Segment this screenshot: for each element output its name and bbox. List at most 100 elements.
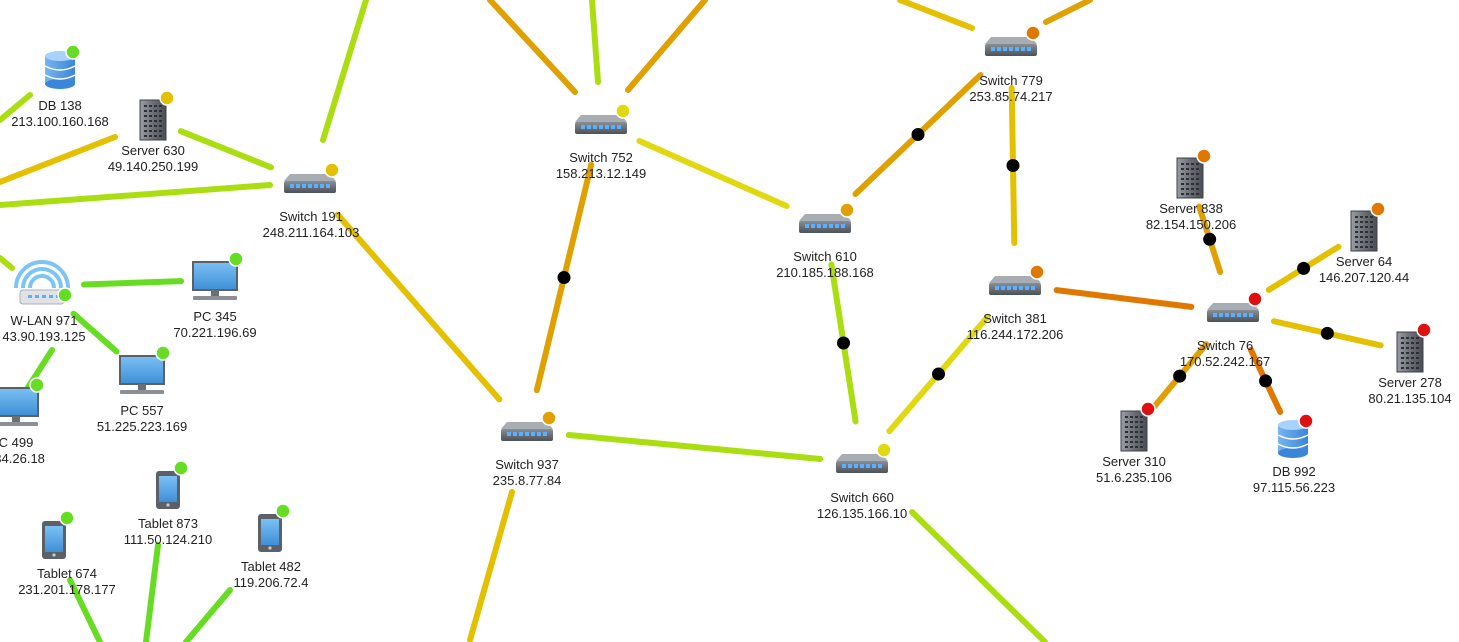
switch-port xyxy=(1237,313,1241,317)
link-switch191-server630[interactable] xyxy=(177,128,275,171)
hop-marker xyxy=(1320,326,1334,340)
wlan-wave xyxy=(28,274,56,289)
node-ip: 82.154.150.206 xyxy=(1146,217,1236,232)
db-icon xyxy=(1277,420,1309,458)
link-switch191-switch937[interactable] xyxy=(334,211,503,403)
tablet-screen xyxy=(261,519,279,545)
offscreen-link xyxy=(143,542,161,642)
server-vent xyxy=(154,110,157,112)
switch-top xyxy=(575,115,627,122)
link-wlan971-pc345[interactable] xyxy=(80,278,185,288)
server-vent xyxy=(1135,426,1138,428)
tablet-button xyxy=(268,546,272,550)
switch-port xyxy=(1031,286,1035,290)
pc-icon xyxy=(119,355,165,394)
server-vent xyxy=(1406,342,1409,344)
server-vent xyxy=(159,115,162,117)
status-indicator-icon xyxy=(839,202,855,218)
link-switch937-switch660[interactable] xyxy=(565,431,824,463)
switch-port xyxy=(1007,286,1011,290)
pc-screen xyxy=(119,355,165,385)
node-name: Switch 937 xyxy=(495,457,559,472)
server-vent xyxy=(1360,216,1363,218)
switch-port xyxy=(991,47,995,51)
pc-keyboard xyxy=(0,422,38,426)
switch-port xyxy=(593,125,597,129)
node-ip: 248.211.164.103 xyxy=(263,225,360,240)
link-switch752-switch610[interactable] xyxy=(636,137,790,210)
server-vent xyxy=(1186,163,1189,165)
node-pc499[interactable]: C 499134.26.18 xyxy=(0,377,45,466)
node-ip: 213.100.160.168 xyxy=(11,114,109,129)
switch-port xyxy=(817,224,821,228)
status-indicator-icon xyxy=(65,44,81,60)
server-vent xyxy=(1406,347,1409,349)
server-vent xyxy=(1416,337,1419,339)
server-vent xyxy=(1416,357,1419,359)
switch-port xyxy=(1015,47,1019,51)
node-ip: 231.201.178.177 xyxy=(18,582,116,597)
server-vent xyxy=(1365,236,1368,238)
server-vent xyxy=(1191,173,1194,175)
server-vent xyxy=(1401,367,1404,369)
link-wlan971-pc557[interactable] xyxy=(70,310,120,355)
server-vent xyxy=(1125,441,1128,443)
switch-port xyxy=(1021,47,1025,51)
server-vent xyxy=(1140,426,1143,428)
server-vent xyxy=(1401,362,1404,364)
pc-stand xyxy=(211,290,219,296)
link-hop-markers xyxy=(557,128,1334,388)
switch-port xyxy=(605,125,609,129)
status-indicator-icon xyxy=(1025,25,1041,41)
server-vent xyxy=(149,110,152,112)
server-icon xyxy=(1396,331,1424,373)
server-vent xyxy=(1370,236,1373,238)
node-name: Server 630 xyxy=(121,143,185,158)
node-ip: 119.206.72.4 xyxy=(234,575,309,590)
pc-icon xyxy=(192,261,238,300)
server-vent xyxy=(1365,246,1368,248)
switch-port xyxy=(805,224,809,228)
offscreen-link xyxy=(320,0,369,143)
node-name: Switch 191 xyxy=(279,209,343,224)
link-switch381-switch76[interactable] xyxy=(1053,287,1195,310)
switch-port xyxy=(854,464,858,468)
switch-top xyxy=(989,276,1041,283)
switch-port xyxy=(1019,286,1023,290)
switch-top xyxy=(1207,303,1259,310)
node-name: Switch 779 xyxy=(979,73,1043,88)
server-vent xyxy=(1355,241,1358,243)
db-bottom xyxy=(1278,448,1308,458)
offscreen-link xyxy=(909,509,1048,642)
server-vent xyxy=(1406,337,1409,339)
server-vent xyxy=(1365,216,1368,218)
node-name: PC 557 xyxy=(120,403,163,418)
switch-port xyxy=(581,125,585,129)
status-indicator-icon xyxy=(1029,264,1045,280)
switch-port xyxy=(326,184,330,188)
wlan-led xyxy=(28,295,32,298)
server-vent xyxy=(1125,416,1128,418)
